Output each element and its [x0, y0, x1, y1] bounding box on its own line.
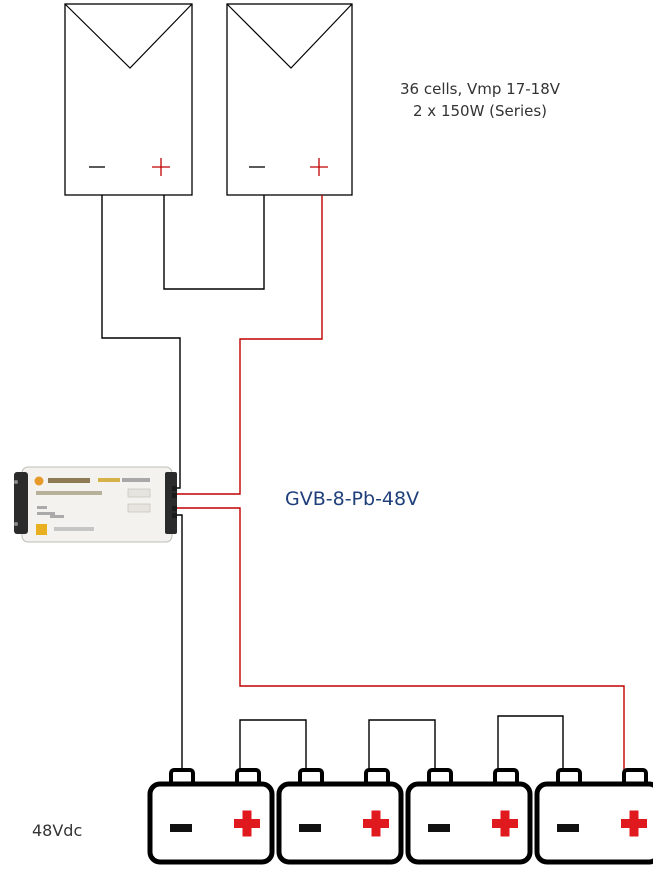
controller-model-label: GVB-8-Pb-48V [285, 488, 420, 510]
panel-series-link-wire [163, 195, 265, 290]
battery-voltage-label: 48Vdc [32, 821, 83, 840]
pv-negative-wire [101, 195, 181, 489]
pv-positive-wire [174, 195, 323, 495]
controller-warning-icon [36, 524, 47, 535]
battery-1-minus-icon [170, 824, 192, 832]
battery-2-body [276, 781, 404, 865]
battery-2-minus-icon [299, 824, 321, 832]
battery-bank [147, 768, 653, 865]
battery-3-plus-icon [492, 810, 518, 837]
battery-2-plus-icon [363, 810, 389, 837]
controller-logo-icon [34, 476, 44, 486]
battery-3 [405, 768, 533, 865]
battery-1 [147, 768, 275, 865]
battery-3-minus-icon [428, 824, 450, 832]
battery-3-body [405, 781, 533, 865]
battery-4-plus-icon [621, 810, 647, 837]
panel-2-plus-symbol [310, 158, 328, 176]
battery-link-1-2 [239, 719, 307, 770]
battery-2 [276, 768, 404, 865]
battery-link-2-3 [368, 719, 436, 770]
charge-controller [14, 466, 177, 543]
battery-1-body [147, 781, 275, 865]
battery-4-minus-icon [557, 824, 579, 832]
battery-1-plus-icon [234, 810, 260, 837]
battery-4 [534, 768, 653, 865]
battery-link-3-4 [497, 715, 564, 770]
battery-4-body [534, 781, 653, 865]
battery-positive-wire [174, 507, 625, 770]
solar-panel-1 [64, 3, 193, 196]
panel-spec-line1: 36 cells, Vmp 17-18V [399, 80, 561, 98]
panel-spec-line2: 2 x 150W (Series) [412, 102, 548, 120]
panel-spec-note: 36 cells, Vmp 17-18V 2 x 150W (Series) [360, 78, 600, 122]
panel-1-plus-symbol [152, 158, 170, 176]
solar-panel-2 [226, 3, 353, 196]
battery-negative-wire [174, 514, 183, 770]
